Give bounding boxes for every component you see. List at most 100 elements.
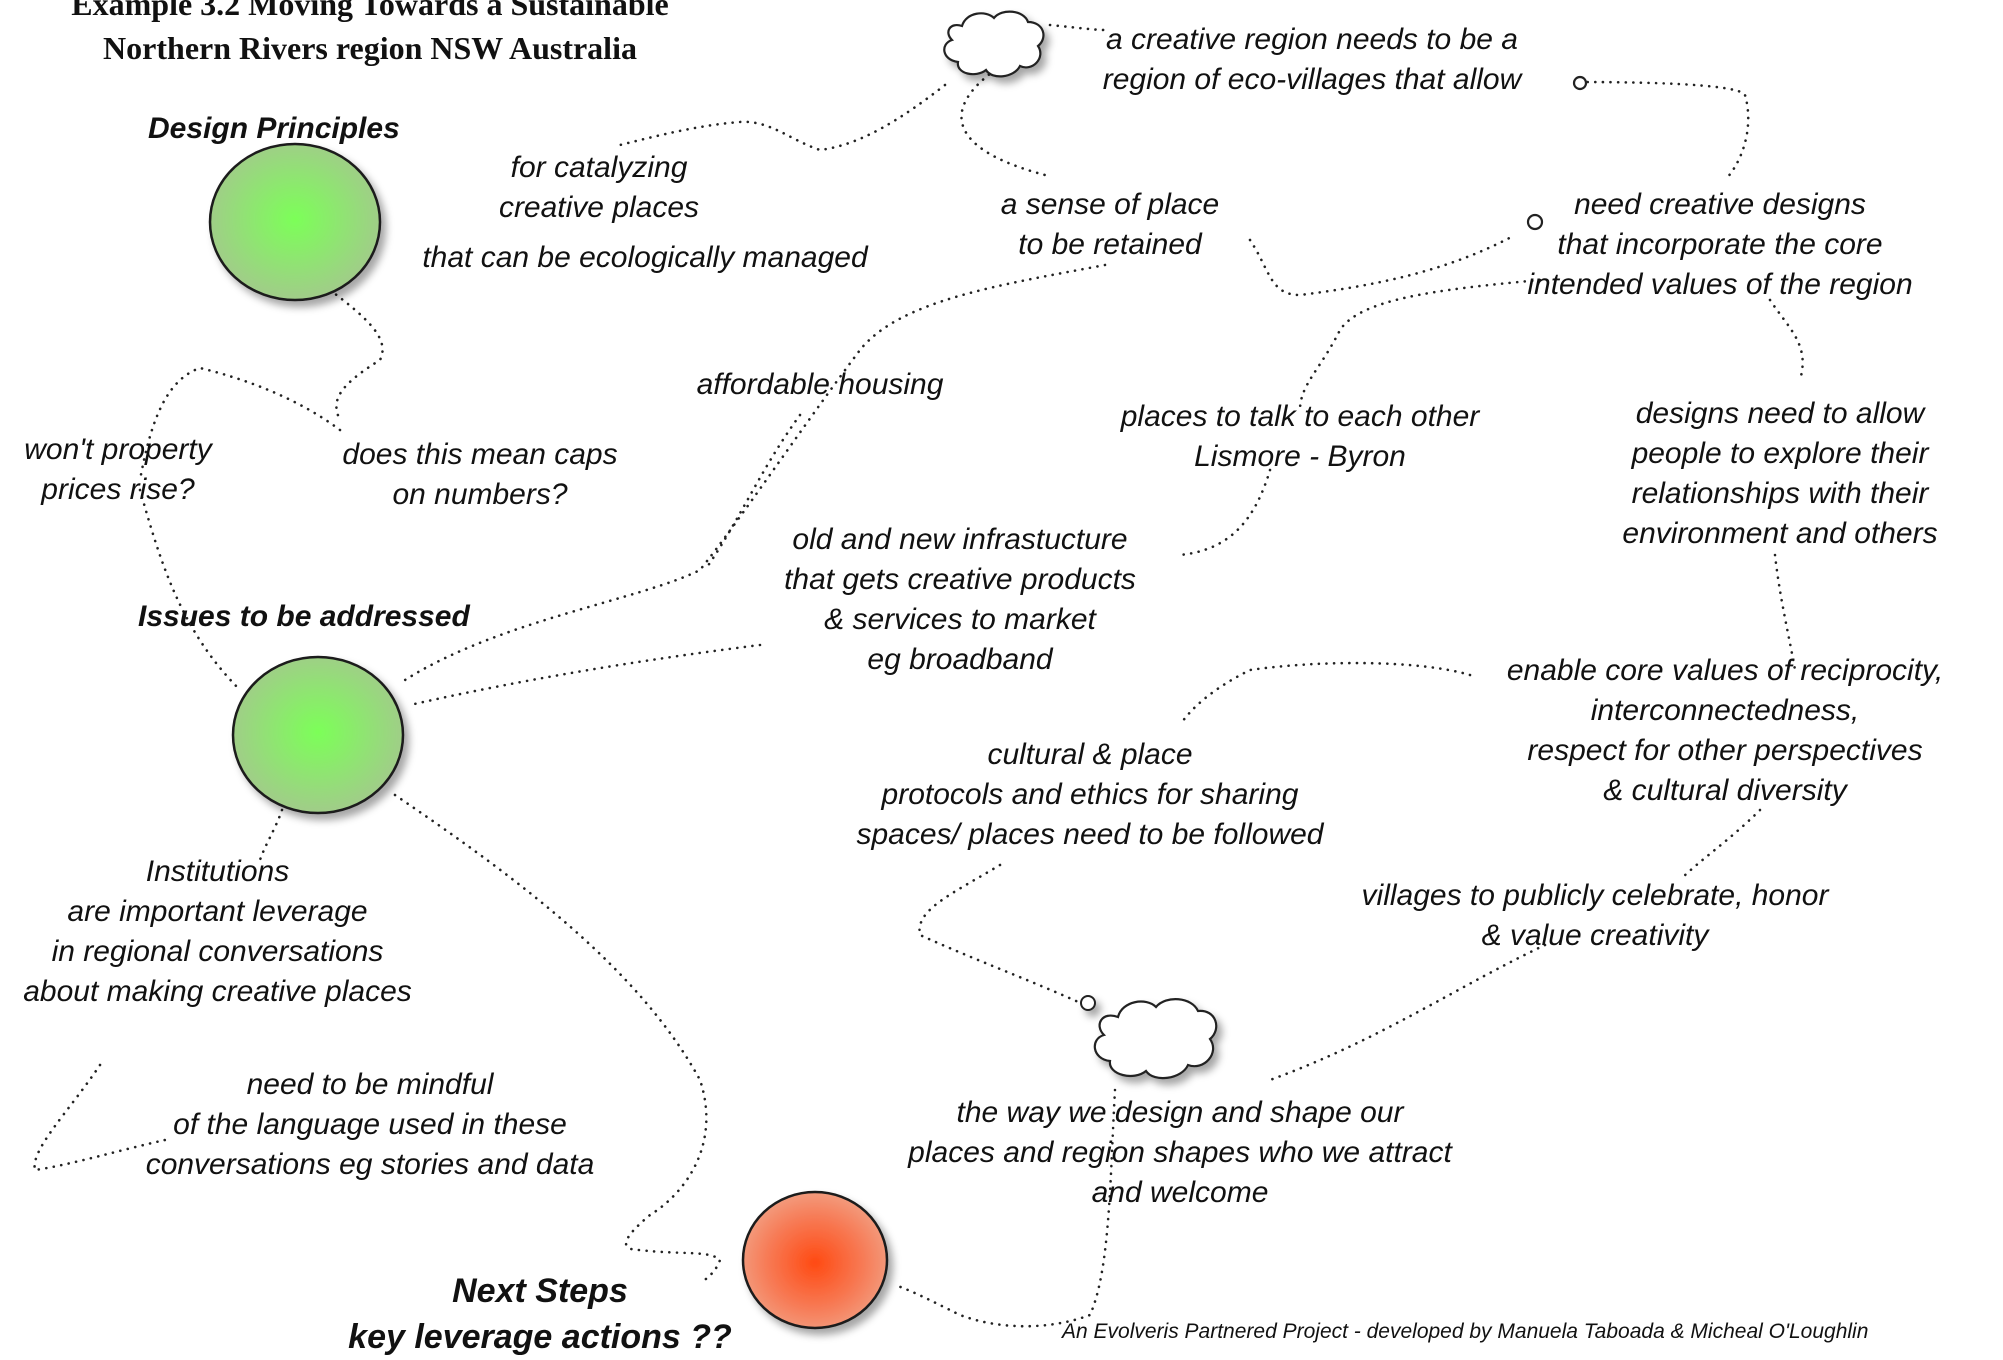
connector-lines xyxy=(33,23,1804,1328)
note-line: relationships with their xyxy=(1631,477,1929,510)
note-line: that incorporate the core xyxy=(1557,228,1883,261)
connector-cloud-to-sense xyxy=(960,68,1047,177)
note-line: enable core values of reciprocity, xyxy=(1506,654,1944,687)
note-line: & services to market xyxy=(824,603,1096,636)
note-line: that can be ecologically managed xyxy=(422,241,868,274)
note-line: affordable housing xyxy=(696,368,944,401)
note-line: & value creativity xyxy=(1481,919,1709,952)
next-steps-heading: Next Steps key leverage actions ?? xyxy=(340,1268,740,1360)
note-eco-villages: a creative region needs to be a region o… xyxy=(1082,20,1542,100)
note-line: about making creative places xyxy=(23,975,412,1008)
note-line: conversations eg stories and data xyxy=(145,1148,595,1181)
connector-design-to-caps xyxy=(328,288,384,422)
note-line: need creative designs xyxy=(1574,188,1866,221)
note-line: designs need to allow xyxy=(1635,397,1925,430)
note-line: of the language used in these xyxy=(173,1108,567,1141)
connector-endpoint-icon xyxy=(1572,75,1588,91)
note-line: won't property xyxy=(24,433,212,466)
note-sense-of-place: a sense of place to be retained xyxy=(980,185,1240,265)
note-line: protocols and ethics for sharing xyxy=(881,778,1299,811)
design-principles-node[interactable] xyxy=(208,142,382,302)
note-creative-designs: need creative designs that incorporate t… xyxy=(1500,185,1940,305)
connector-issues-to-next xyxy=(393,793,722,1285)
next-steps-line-2: key leverage actions ?? xyxy=(348,1318,732,1356)
connector-villages-to-cloud xyxy=(1268,943,1547,1082)
note-design-shape: the way we design and shape our places a… xyxy=(880,1093,1480,1213)
connector-cloud-to-eco-text xyxy=(1048,23,1107,32)
note-line: region of eco-villages that allow xyxy=(1102,63,1522,96)
connector-cloud-to-design-text xyxy=(618,83,947,152)
note-line: that gets creative products xyxy=(784,563,1136,596)
note-line: and welcome xyxy=(1091,1176,1269,1209)
connector-property-to-issues xyxy=(138,488,242,692)
connector-designs-to-core xyxy=(1773,553,1797,672)
note-line: Institutions xyxy=(145,855,290,888)
note-line: cultural & place xyxy=(987,738,1193,771)
note-line: does this mean caps xyxy=(342,438,618,471)
connector-housing-to-issues xyxy=(703,413,802,572)
thought-cloud-icon xyxy=(943,10,1045,78)
note-line: to be retained xyxy=(1018,228,1202,261)
connector-eco-to-creative xyxy=(1578,80,1750,182)
connector-infra-to-issues xyxy=(408,643,762,707)
connector-core-to-protocols xyxy=(1178,661,1472,727)
note-line: & cultural diversity xyxy=(1603,774,1847,807)
connector-protocols-to-cloud xyxy=(918,863,1087,1007)
note-line: for catalyzing xyxy=(510,151,688,184)
connector-endpoint-icon xyxy=(1526,213,1544,231)
note-line: need to be mindful xyxy=(246,1068,494,1101)
connector-creative-to-designs xyxy=(1768,298,1804,382)
connector-creative-to-talk xyxy=(1298,278,1542,412)
note-line: places and region shapes who we attract xyxy=(908,1136,1452,1169)
note-line: on numbers? xyxy=(392,478,568,511)
connector-cloud-to-next xyxy=(893,1088,1117,1328)
note-caps: does this mean caps on numbers? xyxy=(315,435,645,515)
note-line: in regional conversations xyxy=(51,935,384,968)
note-line: prices rise? xyxy=(41,473,195,506)
issues-heading: Issues to be addressed xyxy=(138,600,470,633)
note-villages-celebrate: villages to publicly celebrate, honor & … xyxy=(1335,876,1855,956)
diagram-title: Example 3.2 Moving Towards a Sustainable… xyxy=(40,0,700,70)
connector-issues-to-institutions xyxy=(258,808,284,862)
thought-cloud-icon xyxy=(1080,995,1218,1080)
design-principles-heading: Design Principles xyxy=(148,112,400,145)
note-line: Lismore - Byron xyxy=(1194,440,1406,473)
note-line: are important leverage xyxy=(67,895,368,928)
issues-node[interactable] xyxy=(231,655,405,815)
note-protocols: cultural & place protocols and ethics fo… xyxy=(830,735,1350,855)
note-places-to-talk: places to talk to each other Lismore - B… xyxy=(1100,397,1500,477)
connector-core-to-villages xyxy=(1678,808,1762,882)
connector-sense-to-creative xyxy=(1248,233,1517,297)
note-line: the way we design and shape our xyxy=(956,1096,1404,1129)
note-property-prices: won't property prices rise? xyxy=(8,430,228,510)
note-mindful: need to be mindful of the language used … xyxy=(120,1065,620,1185)
note-design-principles: for catalyzing creative places that can … xyxy=(395,148,895,278)
note-line: places to talk to each other xyxy=(1120,400,1480,433)
note-infrastructure: old and new infrastucture that gets crea… xyxy=(760,520,1160,680)
next-steps-node[interactable] xyxy=(741,1190,889,1330)
note-line: old and new infrastucture xyxy=(792,523,1128,556)
note-affordable-housing: affordable housing xyxy=(680,365,960,405)
title-line-1: Example 3.2 Moving Towards a Sustainable xyxy=(71,0,669,22)
note-core-values: enable core values of reciprocity, inter… xyxy=(1480,651,1970,811)
title-line-2: Northern Rivers region NSW Australia xyxy=(103,30,637,66)
note-line: spaces/ places need to be followed xyxy=(856,818,1324,851)
note-designs-allow: designs need to allow people to explore … xyxy=(1595,394,1965,554)
note-line: eg broadband xyxy=(867,643,1053,676)
connector-caps-to-property xyxy=(138,366,342,482)
note-institutions: Institutions are important leverage in r… xyxy=(5,852,430,1012)
note-line: villages to publicly celebrate, honor xyxy=(1361,879,1829,912)
note-line: a creative region needs to be a xyxy=(1106,23,1518,56)
note-line: environment and others xyxy=(1622,517,1938,550)
credit-line: An Evolveris Partnered Project - develop… xyxy=(1062,1320,1869,1343)
note-line: creative places xyxy=(498,191,700,224)
connector-sense-to-issues xyxy=(403,263,1107,682)
next-steps-line-1: Next Steps xyxy=(452,1272,628,1310)
note-line: interconnectedness, xyxy=(1590,694,1860,727)
note-line: a sense of place xyxy=(1000,188,1220,221)
note-line: intended values of the region xyxy=(1527,268,1913,301)
note-line: people to explore their xyxy=(1631,437,1929,470)
note-line: respect for other perspectives xyxy=(1527,734,1923,767)
connector-talk-to-infra xyxy=(1178,468,1272,557)
